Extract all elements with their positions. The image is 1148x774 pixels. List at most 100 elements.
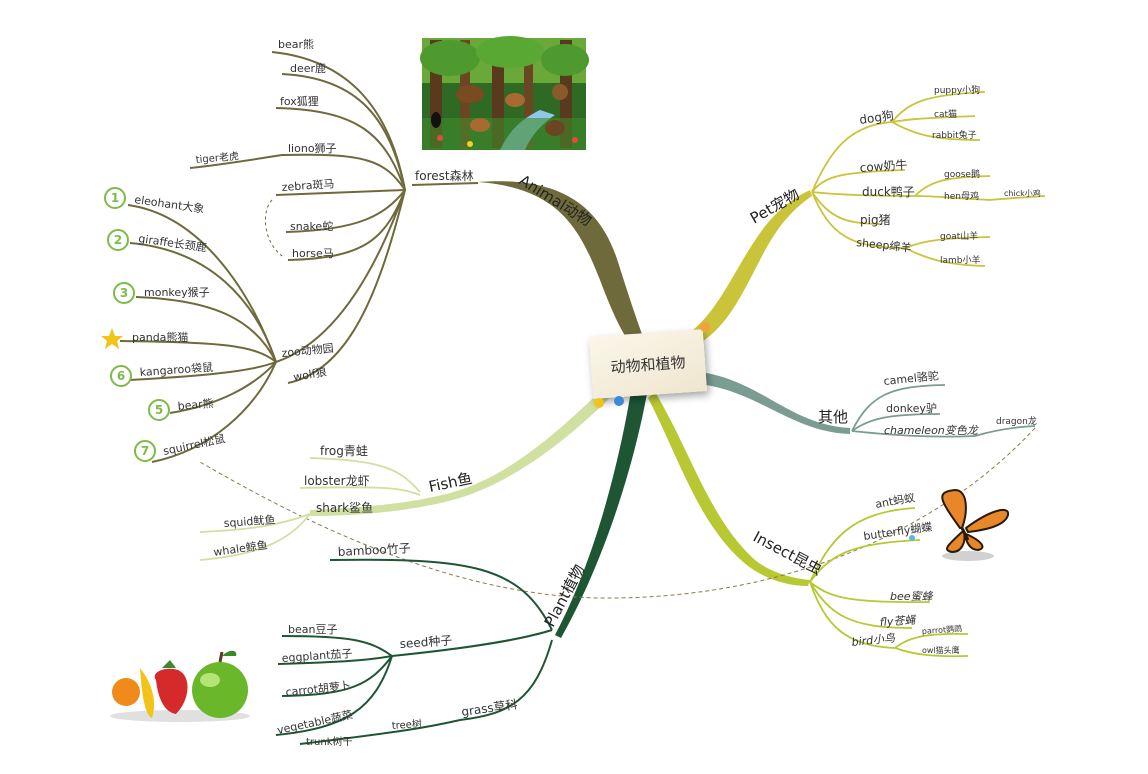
link-frog — [309, 457, 421, 493]
link-panda — [119, 340, 277, 363]
link-whale — [199, 513, 311, 561]
link-chameleon — [851, 430, 976, 438]
central-topic[interactable]: 动物和植物 — [588, 329, 708, 399]
node-zebra[interactable]: zebra斑马 — [281, 177, 335, 194]
node-seed[interactable]: seed种子 — [399, 633, 452, 651]
link-duck — [811, 191, 916, 197]
node-camel[interactable]: camel骆驼 — [883, 368, 939, 388]
link-ant — [809, 507, 916, 583]
node-horse[interactable]: horse马 — [292, 247, 334, 260]
node-tiger[interactable]: tiger老虎 — [195, 149, 239, 166]
node-lobster[interactable]: lobster龙虾 — [304, 474, 370, 488]
link-goat — [904, 236, 991, 249]
marker-3-text: 3 — [120, 286, 128, 300]
node-tree[interactable]: tree树 — [391, 717, 422, 732]
node-bee[interactable]: bee蜜蜂 — [890, 590, 934, 603]
node-pig[interactable]: pig猪 — [860, 213, 891, 227]
link-bird — [809, 581, 896, 649]
relation-zebra-horse — [264, 199, 283, 257]
link-monkey — [135, 296, 277, 363]
node-bear-zoo[interactable]: bear熊 — [177, 396, 214, 413]
node-frog[interactable]: frog青蛙 — [320, 444, 368, 458]
link-camel — [851, 384, 946, 432]
node-hen[interactable]: hen母鸡 — [944, 190, 979, 202]
node-liono[interactable]: liono狮子 — [288, 142, 337, 155]
node-trunk[interactable]: trunk树干 — [306, 735, 353, 748]
link-zebra — [275, 189, 406, 196]
link-horse — [287, 189, 406, 261]
marker-7-icon — [134, 440, 156, 462]
node-deer[interactable]: deer鹿 — [290, 61, 326, 75]
node-bean[interactable]: bean豆子 — [288, 623, 337, 636]
node-cat[interactable]: cat猫 — [934, 108, 957, 120]
branch-label-animal[interactable]: Animal动物 — [516, 171, 595, 230]
node-grass[interactable]: grass草科 — [460, 697, 518, 719]
marker-6-icon — [110, 365, 132, 387]
node-puppy[interactable]: puppy小狗 — [934, 84, 980, 96]
node-sheep[interactable]: sheep绵羊 — [856, 235, 912, 255]
node-panda[interactable]: panda熊猫 — [132, 330, 188, 344]
node-rabbit[interactable]: rabbit兔子 — [932, 129, 977, 141]
node-squid[interactable]: squid鱿鱼 — [223, 512, 276, 530]
node-fly[interactable]: fly苍蝇 — [879, 613, 916, 629]
link-puppy — [891, 91, 986, 123]
link-cow — [811, 169, 906, 193]
node-parrot[interactable]: parrot鹦鹉 — [921, 623, 962, 636]
node-fox[interactable]: fox狐狸 — [280, 94, 319, 108]
link-donkey — [851, 413, 941, 432]
branch-other — [700, 372, 850, 434]
node-squirrel[interactable]: squirrel松鼠 — [162, 431, 227, 458]
node-vegetable[interactable]: vegetable蔬菜 — [276, 708, 354, 737]
central-topic-label: 动物和植物 — [609, 352, 687, 377]
node-kangaroo[interactable]: kangaroo袋鼠 — [139, 360, 213, 379]
node-goat[interactable]: goat山羊 — [940, 230, 978, 242]
node-bamboo[interactable]: bamboo竹子 — [337, 541, 411, 559]
node-eggplant[interactable]: eggplant茄子 — [281, 646, 353, 665]
link-kangaroo — [129, 361, 277, 381]
branch-label-other[interactable]: 其他 — [818, 408, 848, 426]
node-zoo[interactable]: zoo动物园 — [281, 341, 334, 360]
node-shark[interactable]: shark鲨鱼 — [316, 501, 373, 515]
link-carrot — [281, 655, 393, 697]
node-carrot[interactable]: carrot胡萝卜 — [285, 678, 352, 699]
node-butterfly[interactable]: butterfly蝴蝶 — [862, 519, 933, 543]
node-lamb[interactable]: lamb小羊 — [940, 254, 981, 266]
link-grass — [459, 639, 553, 721]
pin-icon — [700, 322, 710, 332]
link-attachment-icon[interactable] — [909, 535, 915, 541]
link-tree — [299, 719, 461, 745]
node-bear[interactable]: bear熊 — [278, 37, 314, 51]
fruit-image — [110, 650, 250, 722]
link-butterfly — [809, 539, 921, 583]
link-fly — [809, 581, 913, 629]
node-chameleon[interactable]: chameleon变色龙 — [884, 424, 980, 437]
link-chick — [989, 195, 1046, 201]
node-donkey[interactable]: donkey驴 — [886, 401, 937, 415]
node-bird[interactable]: bird小鸟 — [851, 631, 897, 649]
node-dog[interactable]: dog狗 — [858, 108, 894, 127]
node-dragon[interactable]: dragon龙 — [996, 415, 1037, 427]
node-goose[interactable]: goose鹅 — [944, 168, 980, 180]
node-cow[interactable]: cow奶牛 — [859, 157, 908, 175]
link-snake — [285, 189, 406, 233]
node-snake[interactable]: snake蛇 — [290, 219, 333, 233]
node-chick[interactable]: chick小鸡 — [1004, 188, 1041, 198]
node-duck[interactable]: duck鸭子 — [862, 185, 915, 199]
link-deer — [281, 73, 406, 191]
node-monkey[interactable]: monkey猴子 — [144, 285, 210, 299]
link-lobster — [299, 486, 421, 496]
link-tiger — [189, 154, 283, 169]
node-wolf[interactable]: wolf狼 — [292, 364, 328, 384]
node-whale[interactable]: whale鲸鱼 — [212, 538, 268, 559]
link-lamb — [904, 247, 986, 267]
branch-fish — [310, 380, 622, 516]
pin-icon — [614, 396, 624, 406]
node-forest[interactable]: forest森林 — [415, 168, 474, 183]
link-pig — [811, 191, 883, 225]
link-vegetable — [275, 655, 393, 736]
marker-5-text: 5 — [155, 403, 163, 417]
marker-1-text: 1 — [111, 191, 119, 205]
node-owl[interactable]: owl猫头鹰 — [922, 645, 960, 655]
node-eleohant[interactable]: eleohant大象 — [134, 192, 206, 216]
branch-pet — [680, 190, 812, 348]
